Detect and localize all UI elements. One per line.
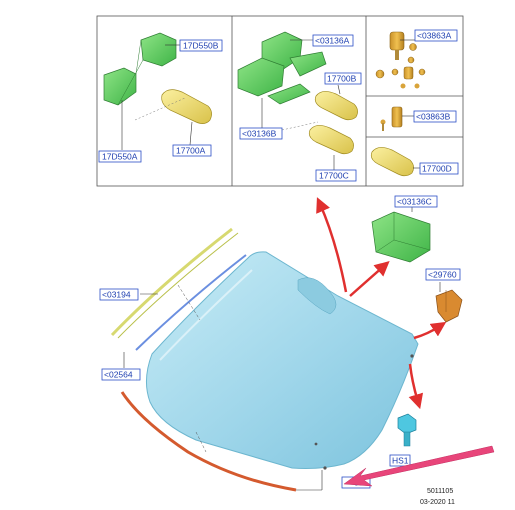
svg-text:03-2020 11: 03-2020 11 — [420, 499, 455, 506]
svg-text:<03863A: <03863A — [417, 31, 452, 41]
retaining-clip-part — [435, 282, 463, 323]
interior-mirror-part-d — [370, 147, 420, 177]
svg-text:<03136A: <03136A — [315, 36, 350, 46]
callout-03194: <03194 — [99, 288, 139, 301]
svg-text:17700A: 17700A — [176, 146, 206, 156]
svg-text:17700D: 17700D — [422, 164, 452, 174]
svg-text:<03194: <03194 — [102, 290, 131, 300]
callout-17700A: 17700A — [172, 144, 212, 157]
arrow-to-trim-cover — [349, 261, 390, 297]
callout-03863A: <03863A — [414, 29, 458, 42]
svg-text:5011105: 5011105 — [427, 488, 453, 495]
mirror-mount-cover-part — [103, 32, 180, 150]
mounting-hardware-kit-part — [375, 31, 426, 89]
svg-text:<03136C: <03136C — [397, 197, 432, 207]
bolt-fastener-part — [397, 413, 417, 447]
callout-17700C: 17700C — [315, 169, 357, 182]
arrow-to-bolt — [408, 363, 424, 410]
callout-03863B: <03863B — [413, 110, 457, 123]
svg-text:17D550B: 17D550B — [183, 41, 219, 51]
mounting-stud-part — [380, 106, 414, 131]
svg-text:HS1: HS1 — [392, 456, 409, 466]
drawing-stamp: 5011105 03-2020 11 — [420, 488, 455, 506]
svg-text:17D550A: 17D550A — [102, 152, 138, 162]
svg-text:<02564: <02564 — [104, 370, 133, 380]
highlight-arrow — [343, 445, 495, 487]
interior-mirror-part-c — [281, 121, 354, 170]
svg-text:17700B: 17700B — [327, 74, 357, 84]
upper-moulding-strips — [110, 227, 247, 351]
svg-text:<03863B: <03863B — [416, 112, 451, 122]
svg-text:<29760: <29760 — [428, 270, 457, 280]
callout-03136A: <03136A — [312, 34, 354, 47]
callout-17700B: 17700B — [324, 72, 362, 85]
callout-03136C: <03136C — [394, 195, 438, 208]
mirror-trim-cover-part — [237, 31, 327, 128]
callout-HS: HS1 — [389, 454, 411, 467]
callout-03136B: <03136B — [239, 127, 283, 140]
callout-17D550A: 17D550A — [98, 150, 142, 163]
callout-17700D: 17700D — [419, 162, 459, 175]
windshield-glass — [146, 251, 419, 470]
interior-mirror-part-b — [314, 84, 358, 121]
arrow-to-inset — [316, 197, 348, 293]
arrow-to-clip — [413, 321, 447, 340]
callout-29760: <29760 — [425, 268, 461, 281]
rear-view-mirror-part — [134, 89, 212, 146]
lower-seal-strip — [120, 352, 323, 492]
callout-02564: <02564 — [101, 368, 141, 381]
svg-text:17700C: 17700C — [319, 171, 349, 181]
callout-17D550B: 17D550B — [179, 39, 223, 52]
svg-text:<03136B: <03136B — [242, 129, 277, 139]
trim-cover-detail-part — [371, 204, 431, 263]
